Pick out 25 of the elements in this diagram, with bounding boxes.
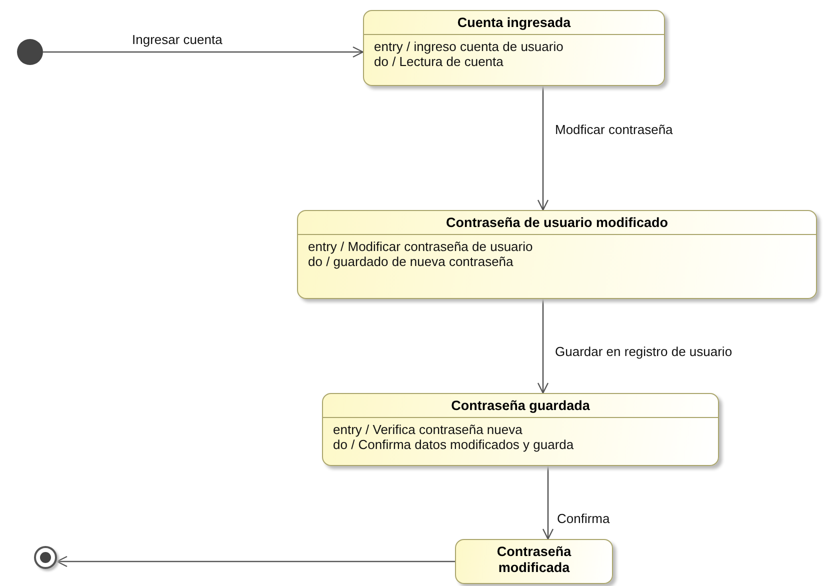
edge-label: Modficar contraseña: [553, 122, 675, 137]
state-box: [297, 210, 817, 299]
transition-arrow: [56, 556, 455, 568]
edge-label: Confirma: [555, 511, 612, 526]
final-state: [34, 546, 57, 569]
state-box: [455, 539, 613, 584]
edge-label: Ingresar cuenta: [130, 32, 224, 47]
state-activity: do / Lectura de cuenta: [373, 54, 504, 69]
state-activity: entry / Modificar contraseña de usuario: [307, 238, 534, 254]
transition-arrow: [537, 299, 549, 394]
initial-state: [17, 39, 43, 65]
state-name: Contraseña guardada: [323, 394, 718, 418]
state-activity: entry / Verifica contraseña nueva: [332, 421, 524, 437]
edge-label: Guardar en registro de usuario: [553, 344, 734, 359]
state-box: [363, 10, 665, 86]
transition-arrow: [537, 86, 549, 211]
state-activity: entry / ingreso cuenta de usuario: [373, 38, 564, 54]
state-name: Contraseña modificada: [496, 543, 572, 577]
state-activity: do / Confirma datos modificados y guarda: [332, 437, 575, 452]
state-name: Contraseña de usuario modificado: [298, 211, 816, 235]
transition-arrow: [542, 466, 554, 540]
transition-arrow: [43, 46, 364, 58]
state-name: Cuenta ingresada: [364, 11, 664, 35]
state-box: [322, 393, 719, 466]
state-activity: do / guardado de nueva contraseña: [307, 254, 514, 269]
